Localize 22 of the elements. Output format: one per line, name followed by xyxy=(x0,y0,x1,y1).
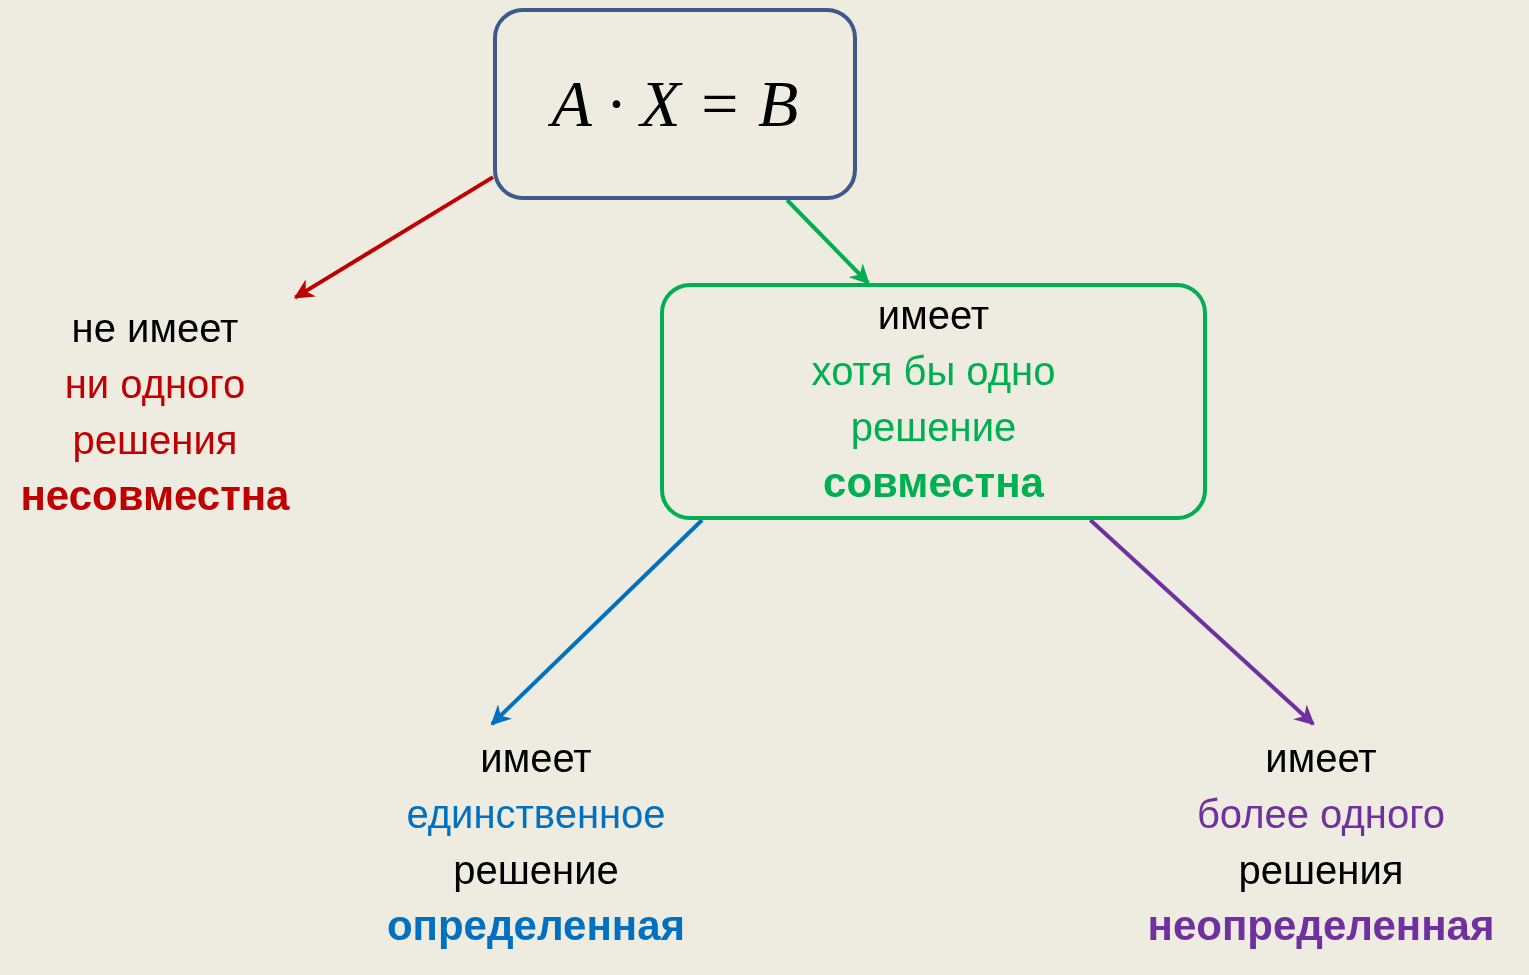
node-text: ни одного xyxy=(64,361,246,408)
classification-label: несовместна xyxy=(20,471,290,521)
process-box xyxy=(660,283,1207,520)
node-text: имеет xyxy=(480,735,592,782)
node-text: не имеет xyxy=(71,305,239,352)
equation-box xyxy=(493,8,857,200)
node-text: единственное xyxy=(406,791,666,838)
node-text: решение xyxy=(453,847,619,894)
classification-label: совместна xyxy=(823,458,1044,508)
node-text: решения xyxy=(72,417,238,464)
node-text: более одного xyxy=(1196,791,1446,838)
arrow xyxy=(490,518,704,726)
node-text: решение xyxy=(850,404,1017,451)
arrow xyxy=(1088,518,1315,726)
classification-label: неопределенная xyxy=(1147,901,1495,951)
arrow xyxy=(293,175,495,300)
node-text: хотя бы одно xyxy=(811,348,1056,395)
arrow xyxy=(785,198,870,285)
node-text: имеет xyxy=(1265,735,1377,782)
node-text: решения xyxy=(1238,847,1404,894)
classification-label: определенная xyxy=(386,901,686,951)
node-text: имеет xyxy=(877,292,990,339)
